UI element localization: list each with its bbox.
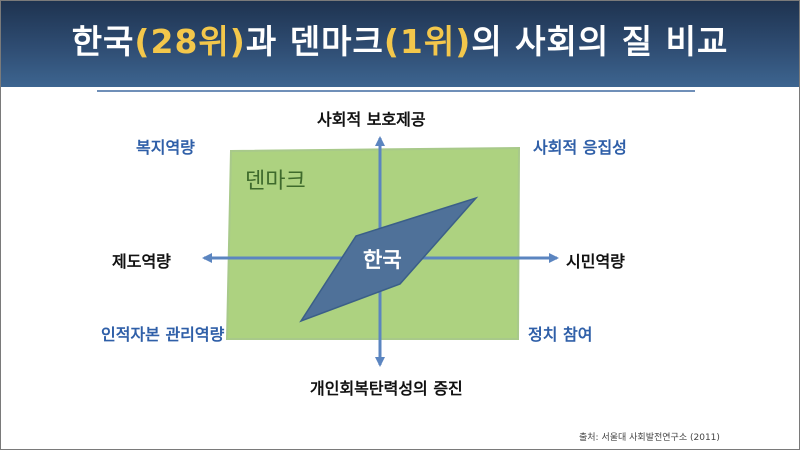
title-underline — [97, 90, 695, 92]
title-part-korea: 한국 — [71, 22, 135, 61]
denmark-label: 덴마크 — [245, 169, 306, 194]
axis-label-top: 사회적 보호제공 — [317, 110, 426, 129]
quadrant-label-bottom-right: 정치 참여 — [528, 325, 593, 344]
slide-title: 한국(28위)과 덴마크(1위)의 사회의 질 비교 — [1, 15, 799, 63]
axis-label-bottom: 개인회복탄력성의 증진 — [310, 379, 463, 398]
title-part-denmark: 과 덴마크 — [245, 22, 384, 61]
title-rank-denmark: (1위) — [383, 22, 472, 61]
title-bar — [1, 1, 799, 87]
korea-label: 한국 — [363, 248, 402, 272]
title-rank-korea: (28위) — [134, 22, 246, 61]
source-note: 출처: 서울대 사회발전연구소 (2011) — [579, 433, 720, 443]
quadrant-label-top-left: 복지역량 — [136, 138, 195, 157]
korea-shape — [299, 196, 479, 323]
quadrant-label-top-right: 사회적 응집성 — [533, 138, 627, 157]
axis-label-left: 제도역량 — [112, 252, 171, 271]
quadrant-label-bottom-left: 인적자본 관리역량 — [101, 325, 225, 344]
title-part-rest: 의 사회의 질 비교 — [471, 22, 729, 61]
axis-label-right: 시민역량 — [566, 252, 625, 271]
